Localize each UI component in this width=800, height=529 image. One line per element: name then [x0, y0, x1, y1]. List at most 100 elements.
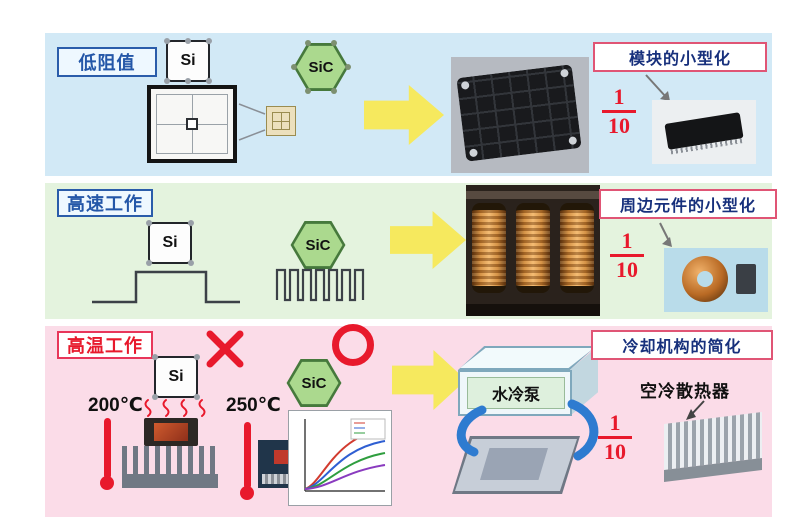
si-chip-icon-row2: Si — [146, 220, 194, 266]
thermometer-bulb — [100, 476, 114, 490]
sic-label: SiC — [308, 58, 334, 76]
pin-dot — [152, 354, 158, 360]
power-module-body — [456, 64, 582, 162]
pin-dot — [304, 40, 311, 46]
wafer-center-die — [186, 118, 198, 130]
result-label: 冷却机构的简化 — [622, 339, 742, 356]
air-heatsink-photo — [664, 408, 762, 494]
small-module-photo — [652, 100, 756, 164]
pin-dot — [188, 260, 194, 266]
small-module-pins — [670, 138, 743, 155]
tag-high-temperature-label: 高温工作 — [67, 336, 143, 356]
thermometer-bulb — [240, 486, 254, 500]
sic-chip-icon-row1: SiC — [290, 40, 352, 94]
pin-dot — [345, 64, 352, 70]
screw-icon — [568, 136, 578, 146]
base-bar — [466, 304, 600, 316]
fraction-bar — [602, 110, 636, 114]
pin-dot — [206, 38, 212, 44]
sic-label: SiC — [305, 236, 331, 254]
thermometer-icon — [100, 418, 114, 490]
si-chip-icon-row3: Si — [152, 354, 200, 400]
circle-mark-icon — [332, 324, 374, 366]
sic-chip-icon-row3: SiC — [286, 358, 342, 408]
fraction-one-tenth-row2: 1 10 — [609, 228, 645, 283]
si-label: Si — [180, 52, 196, 69]
thermometer-icon — [240, 422, 254, 500]
pin-dot — [290, 64, 297, 70]
si-temperature-label: 200℃ — [88, 395, 143, 416]
fraction-bar — [610, 254, 644, 258]
small-inductor-photo — [664, 248, 768, 312]
pin-dot — [185, 78, 191, 84]
result-label: 周边元件的小型化 — [619, 198, 756, 215]
coolant-tubes — [456, 399, 599, 461]
pin-dot — [331, 40, 338, 46]
cold-plate-recess — [480, 448, 548, 480]
fraction-denominator: 10 — [616, 257, 638, 283]
sic-temperature-label: 250℃ — [226, 395, 281, 416]
toroid-hole — [697, 271, 713, 287]
pin-dot — [152, 394, 158, 400]
fraction-one-tenth-row3: 1 10 — [597, 411, 633, 464]
pointer-arrow-icon-row3 — [686, 400, 705, 420]
fraction-numerator: 1 — [621, 228, 633, 253]
thermometer-stem — [243, 422, 251, 489]
heatsink-base — [122, 474, 218, 488]
cold-plate — [452, 436, 580, 494]
sic-label: SiC — [301, 374, 327, 392]
heatsink-fins — [122, 446, 218, 474]
inductors-photo — [466, 185, 600, 316]
copper-coil — [560, 203, 594, 293]
si-label: Si — [162, 234, 178, 251]
thermometer-stem — [103, 418, 111, 479]
slow-switching-waveform — [92, 270, 240, 304]
sic-board-fins — [262, 474, 306, 484]
pin-dot — [185, 38, 191, 44]
si-label: Si — [168, 368, 184, 385]
fraction-bar — [598, 436, 632, 440]
result-label: 模块的小型化 — [628, 51, 731, 68]
fraction-denominator: 10 — [608, 113, 630, 139]
pin-dot — [164, 38, 170, 44]
pin-dot — [206, 78, 212, 84]
result-cooling-simplification: 冷却机构的简化 — [591, 330, 773, 360]
pump-box-top-fill — [460, 348, 594, 368]
small-module-body — [664, 112, 744, 155]
pin-dot — [194, 394, 200, 400]
hot-chip-package — [144, 418, 198, 446]
tag-high-speed-label: 高速工作 — [67, 194, 143, 214]
tag-low-resistance: 低阻值 — [57, 47, 157, 77]
copper-coil — [516, 203, 550, 293]
screw-icon — [560, 68, 569, 78]
x-mark-icon — [206, 330, 244, 368]
component-block — [736, 264, 756, 294]
pin-dot — [146, 260, 152, 266]
screw-icon — [460, 80, 470, 90]
screw-icon — [469, 148, 478, 158]
pin-dot — [146, 220, 152, 226]
zoom-lines — [238, 103, 266, 141]
copper-coil — [472, 203, 506, 293]
si-wafer-diagram — [147, 85, 237, 163]
frame-bar — [466, 191, 600, 199]
sic-chip-icon-row2: SiC — [290, 220, 346, 270]
temperature-chart — [288, 410, 392, 506]
pin-dot — [164, 78, 170, 84]
pump-box-top — [458, 346, 596, 370]
pin-dot — [331, 88, 338, 94]
sic-die-grid — [272, 112, 290, 130]
tag-low-resistance-label: 低阻值 — [78, 53, 136, 73]
result-module-miniaturization: 模块的小型化 — [593, 42, 767, 72]
power-module-photo — [451, 57, 589, 173]
si-chip-icon-row1: Si — [164, 38, 212, 84]
result-peripheral-miniaturization: 周边元件的小型化 — [599, 189, 777, 219]
pin-dot — [194, 354, 200, 360]
fast-switching-waveform — [275, 268, 365, 302]
pointer-arrow-icon-row1 — [645, 74, 670, 101]
air-cooler-label: 空冷散热器 — [640, 382, 730, 401]
sic-die-diagram — [266, 106, 296, 136]
pump-label-plate: 水冷泵 — [467, 377, 565, 409]
hot-chip-die — [154, 423, 188, 441]
